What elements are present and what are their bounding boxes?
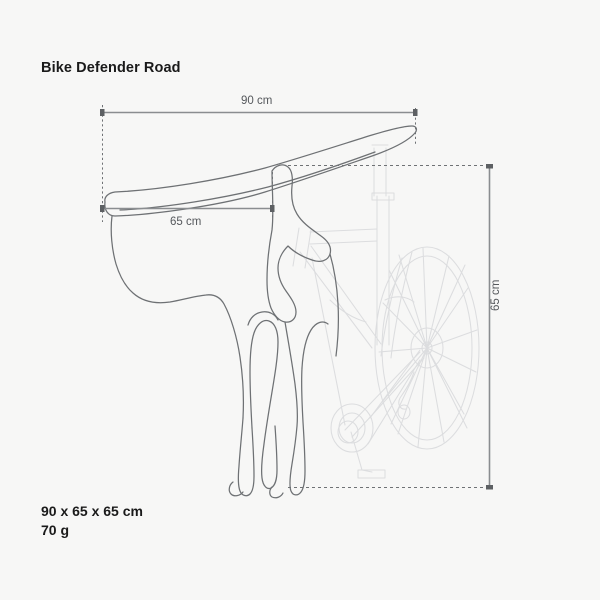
- dimension-label-width-total: 90 cm: [241, 95, 273, 107]
- page-title: Bike Defender Road: [41, 60, 181, 76]
- dimension-line-height: [486, 164, 493, 490]
- dimension-label-width-inner: 65 cm: [170, 216, 202, 228]
- road-bicycle-ghost-outline: [292, 144, 480, 479]
- dimension-line-width-inner: [100, 205, 275, 212]
- spec-weight: 70 g: [41, 522, 70, 538]
- product-specs: 90 x 65 x 65 cm 70 g: [41, 502, 143, 540]
- spec-dimensions: 90 x 65 x 65 cm: [41, 503, 143, 519]
- dimension-line-width-total: [100, 109, 418, 116]
- dimension-label-height: 65 cm: [490, 279, 502, 311]
